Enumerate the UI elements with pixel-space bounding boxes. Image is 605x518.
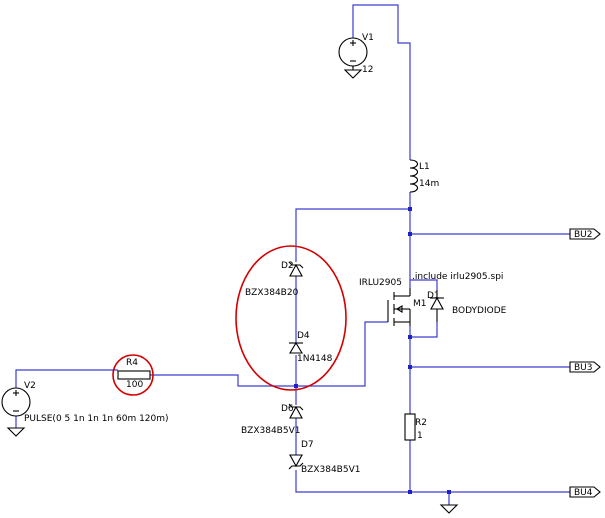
wire-bu4 [295, 470, 570, 493]
wire-v2-to-r4 [15, 369, 118, 388]
net-label-bu4[interactable]: BU4 [569, 486, 601, 498]
junction-dot [408, 335, 412, 339]
net-label-bu3[interactable]: BU3 [569, 361, 601, 373]
d2-value: BZX384B20 [245, 288, 299, 298]
wires [15, 4, 570, 505]
d1-label: D1 [427, 291, 440, 301]
m1-label: M1 [413, 299, 427, 309]
r4-resistor[interactable]: R4 100 [117, 358, 151, 390]
d4-diode[interactable]: D4 1N4148 [289, 331, 333, 364]
d6-zener[interactable]: D6 BZX384B5V1 [241, 403, 304, 436]
d2-zener[interactable]: D2 BZX384B20 [245, 261, 304, 298]
l1-inductor[interactable]: L1 14m [409, 159, 439, 193]
junction-dot [294, 384, 298, 388]
net-bu4-text: BU4 [574, 488, 593, 498]
d6-label: D6 [281, 404, 294, 414]
wire-top-to-d2 [295, 208, 410, 262]
r4-value: 100 [126, 380, 143, 390]
junctions [294, 207, 451, 494]
d7-zener[interactable]: D7 BZX384B5V1 [288, 440, 360, 475]
highlight-circle-r4 [112, 354, 154, 396]
wire-d1-bottom [410, 322, 438, 338]
v1-label: V1 [362, 33, 374, 43]
junction-dot [408, 207, 412, 211]
r4-label: R4 [126, 358, 138, 368]
net-bu2-text: BU2 [574, 230, 593, 240]
v1-source[interactable]: V1 12 [338, 33, 374, 79]
ground-icon [6, 427, 26, 437]
net-label-bu2[interactable]: BU2 [569, 228, 601, 240]
d6-value: BZX384B5V1 [241, 426, 300, 436]
junction-dot [408, 490, 412, 494]
v2-source[interactable]: V2 PULSE(0 5 1n 1n 1n 60m 120m) [1, 381, 169, 437]
l1-value: 14m [419, 179, 439, 189]
r2-resistor[interactable]: R2 1 [404, 413, 427, 441]
wire-d1-top [410, 279, 438, 290]
l1-label: L1 [419, 162, 430, 172]
highlight-ellipse-diodes [235, 245, 347, 391]
r2-value: 1 [417, 431, 423, 441]
r2-label: R2 [415, 418, 427, 428]
d4-value: 1N4148 [297, 354, 333, 364]
junction-dot [408, 232, 412, 236]
ground-icon [343, 69, 363, 79]
d1-diode[interactable]: D1 BODYDIODE [427, 290, 507, 322]
junction-dot [447, 490, 451, 494]
wire-gate [296, 321, 388, 387]
d7-value: BZX384B5V1 [301, 465, 360, 475]
v2-label: V2 [24, 381, 36, 391]
ground-icon [439, 504, 459, 514]
d1-value: BODYDIODE [452, 306, 507, 316]
d4-label: D4 [297, 331, 310, 341]
d2-label: D2 [281, 261, 294, 271]
wire-r4-to-node [150, 374, 296, 387]
v2-value: PULSE(0 5 1n 1n 1n 60m 120m) [24, 414, 169, 424]
m1-mosfet[interactable]: IRLU2905 M1 [359, 278, 427, 326]
d7-label: D7 [301, 440, 314, 450]
m1-model: IRLU2905 [359, 278, 402, 288]
v1-value: 12 [362, 65, 373, 75]
spice-directive: .include irlu2905.spi [412, 272, 503, 282]
junction-dot [408, 365, 412, 369]
wire-v1-to-l1 [352, 4, 411, 160]
net-bu3-text: BU3 [574, 363, 593, 373]
